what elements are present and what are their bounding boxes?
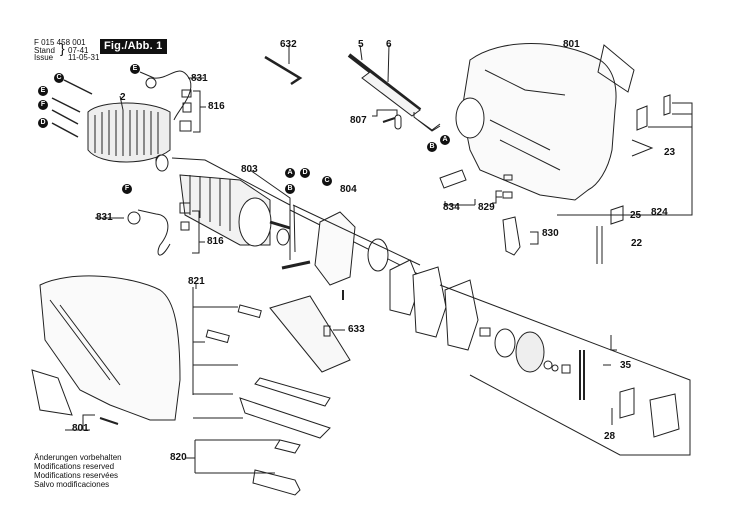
part-label-2: 2 (120, 92, 126, 103)
stand-label: Stand (34, 46, 55, 55)
part-label-633: 633 (348, 324, 365, 335)
stator-leads (51, 79, 93, 138)
gear-train-parts (439, 284, 691, 456)
part-label-820: 820 (170, 452, 187, 463)
note-de: Änderungen vorbehalten (34, 453, 122, 462)
part-label-5: 5 (358, 39, 364, 50)
issue-label: Issue (34, 53, 54, 62)
note-fr: Modifications reservées (34, 471, 119, 480)
note-es: Salvo modificaciones (34, 480, 110, 489)
part-label-830: 830 (542, 228, 559, 239)
stroke-rod-part (347, 44, 441, 132)
gear-housing-part (281, 204, 479, 351)
part-label-816-top: 816 (208, 101, 225, 112)
connector-badge-e: E (38, 86, 48, 96)
part-label-803: 803 (241, 164, 258, 175)
accessory-parts-820 (185, 439, 301, 496)
connector-badge-b: B (427, 142, 437, 152)
part-label-6: 6 (386, 39, 392, 50)
part-label-23: 23 (664, 147, 676, 158)
part-label-632: 632 (280, 39, 297, 50)
armature-part (155, 154, 441, 286)
issue-value: 11-05-31 (68, 53, 100, 62)
latch-parts-824 (557, 94, 693, 264)
figure-label: Fig./Abb. 1 (100, 39, 168, 54)
housing-left-801-part (31, 275, 181, 431)
housing-right-801-part (455, 43, 635, 201)
connector-badge-c: C (54, 73, 64, 83)
part-label-816-mid: 816 (207, 236, 224, 247)
connector-badge-e: E (130, 64, 140, 74)
part-label-25: 25 (630, 210, 642, 221)
brace-glyph: } (60, 40, 65, 56)
switch-parts-834-829-830 (439, 169, 539, 256)
hex-key-part (264, 45, 303, 86)
part-label-801-top: 801 (563, 39, 580, 50)
part-label-807: 807 (350, 115, 367, 126)
cable-831-brush-816-mid (95, 202, 205, 256)
connector-badge-a: A (440, 135, 450, 145)
modification-notes: Änderungen vorbehalten Modifications res… (34, 453, 122, 489)
connector-badge-f: F (122, 184, 132, 194)
screw-clip-807-part (372, 109, 402, 130)
part-label-28: 28 (604, 431, 616, 442)
connector-badge-c: C (322, 176, 332, 186)
part-label-824: 824 (651, 207, 668, 218)
part-label-834: 834 (443, 202, 460, 213)
connector-badge-d: D (38, 118, 48, 128)
part-label-22: 22 (631, 238, 643, 249)
connector-badge-d: D (300, 168, 310, 178)
stator-part (87, 95, 171, 166)
part-label-821: 821 (188, 276, 205, 287)
connector-badge-a: A (285, 168, 295, 178)
document-number: F 015 458 001 (34, 38, 86, 47)
part-label-831-top: 831 (191, 73, 208, 84)
part-label-35: 35 (620, 360, 632, 371)
part-label-829: 829 (478, 202, 495, 213)
connector-badge-f: F (38, 100, 48, 110)
base-plate-821-group (192, 284, 351, 439)
note-en: Modifications reserved (34, 462, 115, 471)
stand-value: 07-41 (68, 46, 89, 55)
part-label-831-mid: 831 (96, 212, 113, 223)
cable-831-brush-816-top (139, 70, 206, 133)
connector-badge-b: B (285, 184, 295, 194)
part-label-804: 804 (340, 184, 357, 195)
part-label-801-bottom: 801 (72, 423, 89, 434)
